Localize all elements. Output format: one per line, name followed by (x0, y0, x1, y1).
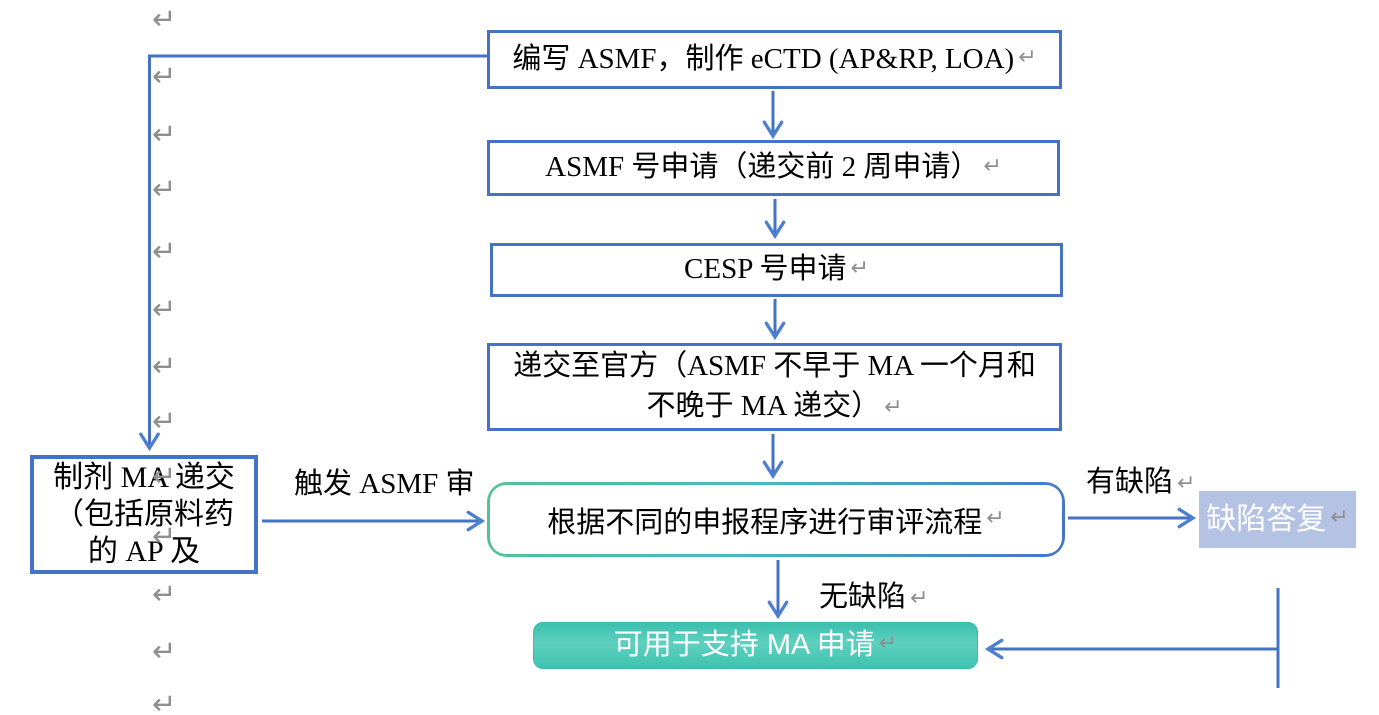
return-mark: ↵ (910, 586, 929, 611)
paragraph-mark: ↵ (152, 349, 177, 383)
step-review-label: 根据不同的申报程序进行审评流程 (547, 506, 983, 539)
ma-submission-box: 制剂 MA 递交 （包括原料药 的 AP 及 (30, 455, 258, 574)
paragraph-mark: ↵ (152, 404, 177, 438)
has-defect-label: 有缺陷↵ (1086, 466, 1196, 498)
connector-write-to-masubmission (139, 54, 487, 452)
paragraph-mark: ↵ (152, 687, 177, 715)
step-cesp-number-box: CESP 号申请↵ (490, 243, 1063, 297)
paragraph-mark: ↵ (152, 117, 177, 151)
return-mark: ↵ (878, 631, 898, 657)
paragraph-mark: ↵ (152, 577, 177, 611)
paragraph-mark: ↵ (152, 519, 177, 553)
paragraph-mark: ↵ (152, 59, 177, 93)
step-write-asmf-label: 编写 ASMF，制作 eCTD (AP&RP, LOA) (512, 42, 1015, 75)
return-mark: ↵ (1177, 471, 1196, 496)
step-asmf-number-box: ASMF 号申请（递交前 2 周申请）↵ (487, 140, 1060, 196)
step-review-box: 根据不同的申报程序进行审评流程↵ (487, 482, 1065, 557)
step-cesp-number-label: CESP 号申请 (684, 253, 847, 286)
return-mark: ↵ (884, 394, 903, 420)
paragraph-mark: ↵ (152, 172, 177, 206)
return-mark: ↵ (986, 506, 1005, 531)
return-mark: ↵ (1330, 505, 1349, 531)
trigger-asmf-review-label: 触发 ASMF 审 (294, 468, 475, 500)
paragraph-mark: ↵ (152, 292, 177, 326)
ma-submission-line2: （包括原料药 (54, 498, 234, 531)
no-defect-label: 无缺陷↵ (819, 581, 929, 613)
paragraph-mark: ↵ (152, 459, 177, 493)
return-mark: ↵ (1018, 45, 1037, 71)
ma-submission-line3: 的 AP 及 (87, 535, 201, 568)
return-mark: ↵ (850, 255, 869, 281)
ma-support-label: 可用于支持 MA 申请 (613, 628, 875, 661)
defect-reply-box: 缺陷答复↵ (1199, 491, 1356, 548)
step-submit-official-line1: 递交至官方（ASMF 不早于 MA 一个月和 (513, 349, 1036, 382)
step-write-asmf-box: 编写 ASMF，制作 eCTD (AP&RP, LOA)↵ (487, 30, 1062, 89)
step-asmf-number-label: ASMF 号申请（递交前 2 周申请） (545, 151, 980, 184)
paragraph-mark: ↵ (152, 234, 177, 268)
step-review-inner: 根据不同的申报程序进行审评流程↵ (490, 485, 1062, 554)
return-mark: ↵ (983, 153, 1002, 179)
paragraph-mark: ↵ (152, 634, 177, 668)
defect-reply-label: 缺陷答复 (1206, 503, 1327, 536)
paragraph-mark: ↵ (152, 2, 177, 36)
step-submit-official-line2: 不晚于 MA 递交）↵ (646, 386, 902, 429)
ma-submission-line1: 制剂 MA 递交 (53, 461, 235, 494)
ma-support-box: 可用于支持 MA 申请↵ (533, 622, 978, 669)
step-submit-official-box: 递交至官方（ASMF 不早于 MA 一个月和 不晚于 MA 递交）↵ (487, 343, 1062, 431)
